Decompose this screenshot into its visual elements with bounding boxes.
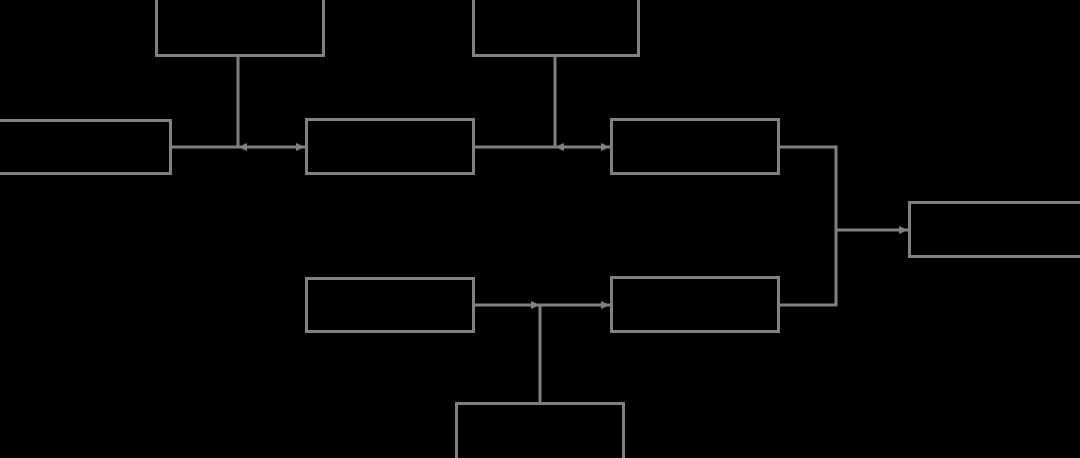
row3-left-node[interactable] (305, 277, 475, 333)
output-node[interactable] (908, 201, 1080, 258)
top-right-node[interactable] (472, 0, 640, 57)
row2-input-node[interactable] (0, 119, 172, 175)
row2-middle-node[interactable] (305, 118, 475, 175)
edge-row3-right-to-merge-bus (780, 230, 838, 307)
bottom-node[interactable] (455, 402, 625, 458)
row2-right-node[interactable] (610, 118, 780, 175)
row3-right-node[interactable] (610, 276, 780, 333)
edge-row2-right-to-merge-bus (780, 145, 838, 230)
top-left-node[interactable] (155, 0, 325, 57)
